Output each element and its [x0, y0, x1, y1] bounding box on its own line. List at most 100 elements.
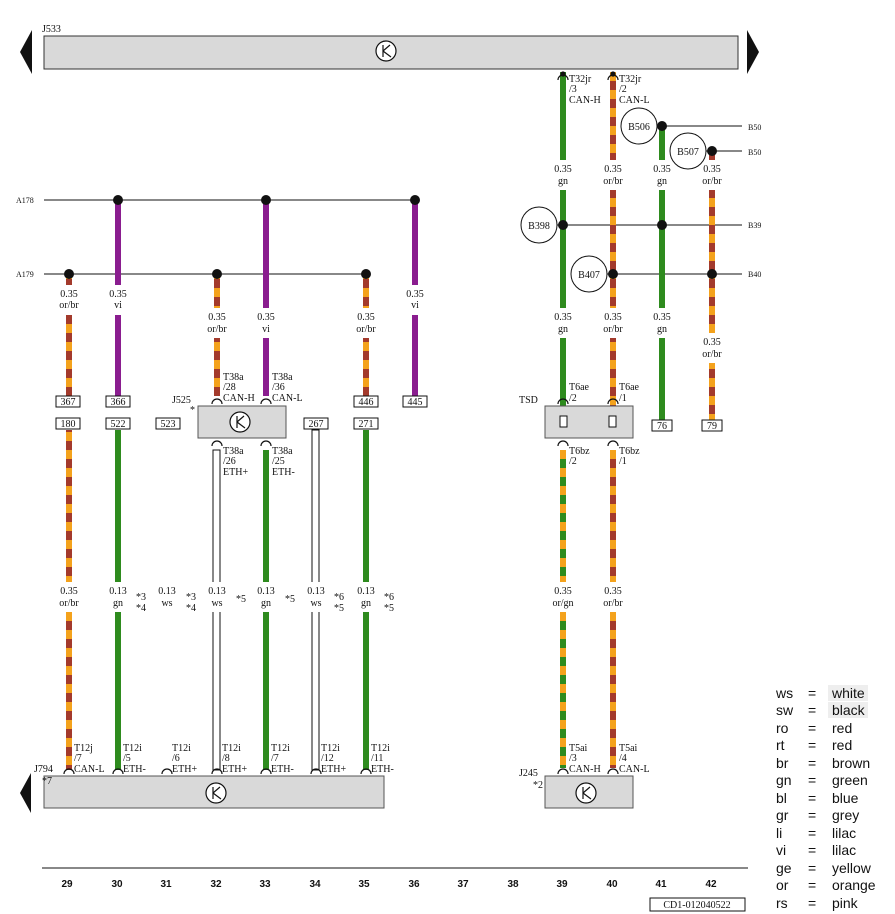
column-number: 33 [259, 879, 271, 890]
svg-text:/26: /26 [223, 456, 236, 467]
svg-text:ETH+: ETH+ [321, 764, 346, 775]
svg-text:446: 446 [359, 397, 374, 408]
svg-text:T12i: T12i [222, 743, 241, 754]
bus-lines: A178 A179 B50 B50 B39 B40 [16, 123, 761, 279]
svg-text:gn: gn [657, 324, 667, 335]
column-number: 38 [507, 879, 519, 890]
svg-text:ge: ge [776, 860, 792, 876]
svg-text:0.35: 0.35 [60, 289, 78, 300]
svg-text:/28: /28 [223, 382, 236, 393]
splice-label: B506 [628, 122, 650, 133]
svg-text:T32jr: T32jr [619, 74, 642, 85]
svg-text:*4: *4 [186, 603, 196, 614]
svg-text:ETH+: ETH+ [222, 764, 247, 775]
svg-text:/3: /3 [569, 84, 577, 95]
svg-text:yellow: yellow [832, 860, 872, 876]
svg-text:ws: ws [161, 598, 172, 609]
svg-text:/7: /7 [74, 753, 82, 764]
svg-text:or/br: or/br [702, 349, 722, 360]
transistor-icon [375, 40, 397, 62]
module-label-j525: J525 [172, 395, 191, 406]
svg-text:*5: *5 [384, 603, 394, 614]
svg-text:or/gn: or/gn [552, 598, 573, 609]
svg-text:0.13: 0.13 [158, 586, 176, 597]
svg-text:rs: rs [776, 895, 788, 911]
svg-text:0.35: 0.35 [653, 164, 671, 175]
svg-text:0.35: 0.35 [554, 312, 572, 323]
svg-text:/1: /1 [619, 393, 627, 404]
module-tsd: TSD T6ae /2 T6ae /1 T6bz /2 T6bz /1 [519, 382, 640, 467]
svg-text:CAN-L: CAN-L [74, 764, 105, 775]
svg-text:lilac: lilac [832, 842, 856, 858]
bus-label: B50 [748, 148, 761, 157]
svg-text:T6ae: T6ae [619, 382, 640, 393]
svg-text:0.13: 0.13 [357, 586, 375, 597]
svg-text:gn: gn [261, 598, 271, 609]
svg-text:=: = [808, 737, 816, 753]
svg-text:*2: *2 [533, 780, 543, 791]
reference-boxes: 367 366 446 445 180 522 523 267 271 76 7… [55, 395, 723, 432]
svg-text:pink: pink [832, 895, 859, 911]
svg-text:*5: *5 [334, 603, 344, 614]
svg-text:CAN-H: CAN-H [569, 764, 601, 775]
svg-text:/36: /36 [272, 382, 285, 393]
svg-text:/25: /25 [272, 456, 285, 467]
svg-text:*3: *3 [136, 592, 146, 603]
svg-text:T12i: T12i [123, 743, 142, 754]
column-number: 37 [457, 879, 469, 890]
svg-text:or/br: or/br [603, 598, 623, 609]
module-label-j245: J245 [519, 768, 538, 779]
svg-text:CAN-L: CAN-L [619, 764, 650, 775]
svg-text:or/br: or/br [59, 598, 79, 609]
svg-text:gn: gn [113, 598, 123, 609]
splice-label: B407 [578, 270, 600, 281]
svg-text:or/br: or/br [603, 176, 623, 187]
svg-text:T12i: T12i [271, 743, 290, 754]
bus-label: B39 [748, 221, 761, 230]
svg-text:br: br [776, 755, 789, 771]
svg-text:ETH+: ETH+ [223, 467, 248, 478]
column-number: 30 [111, 879, 123, 890]
svg-text:or/br: or/br [603, 324, 623, 335]
svg-text:vi: vi [262, 324, 270, 335]
svg-text:CAN-L: CAN-L [272, 393, 303, 404]
column-number: 32 [210, 879, 222, 890]
svg-text:T12i: T12i [371, 743, 390, 754]
column-number: 31 [160, 879, 172, 890]
svg-text:=: = [808, 685, 816, 701]
svg-text:lilac: lilac [832, 825, 856, 841]
svg-text:rt: rt [776, 737, 785, 753]
svg-text:/6: /6 [172, 753, 180, 764]
svg-text:0.35: 0.35 [703, 164, 721, 175]
svg-text:black: black [832, 702, 866, 718]
svg-text:orange: orange [832, 877, 876, 893]
column-number: 42 [705, 879, 717, 890]
svg-text:ETH+: ETH+ [172, 764, 197, 775]
svg-text:76: 76 [657, 421, 667, 432]
svg-text:/2: /2 [619, 84, 627, 95]
svg-text:vi: vi [776, 842, 786, 858]
svg-text:T6ae: T6ae [569, 382, 590, 393]
svg-text:ws: ws [211, 598, 222, 609]
svg-text:green: green [832, 772, 868, 788]
splices: B506 B507 B398 B407 [520, 107, 712, 293]
svg-text:=: = [808, 860, 816, 876]
transistor-icon [229, 411, 251, 433]
connector-labels-j533: T32jr /3 CAN-H T32jr /2 CAN-L [569, 74, 650, 106]
svg-text:0.35: 0.35 [257, 312, 275, 323]
svg-text:gn: gn [361, 598, 371, 609]
svg-text:180: 180 [61, 419, 76, 430]
svg-text:gn: gn [558, 324, 568, 335]
svg-text:0.35: 0.35 [554, 586, 572, 597]
svg-text:366: 366 [111, 397, 126, 408]
svg-text:ro: ro [776, 720, 789, 736]
svg-text:=: = [808, 842, 816, 858]
footnotes: *3 *4 *3 *4 *5 *5 *6 *5 *6 *5 [136, 592, 394, 614]
svg-text:267: 267 [309, 419, 324, 430]
bus-label: A179 [16, 270, 34, 279]
splice-label: B398 [528, 221, 550, 232]
svg-text:0.35: 0.35 [60, 586, 78, 597]
svg-text:*6: *6 [334, 592, 344, 603]
svg-text:white: white [831, 685, 865, 701]
